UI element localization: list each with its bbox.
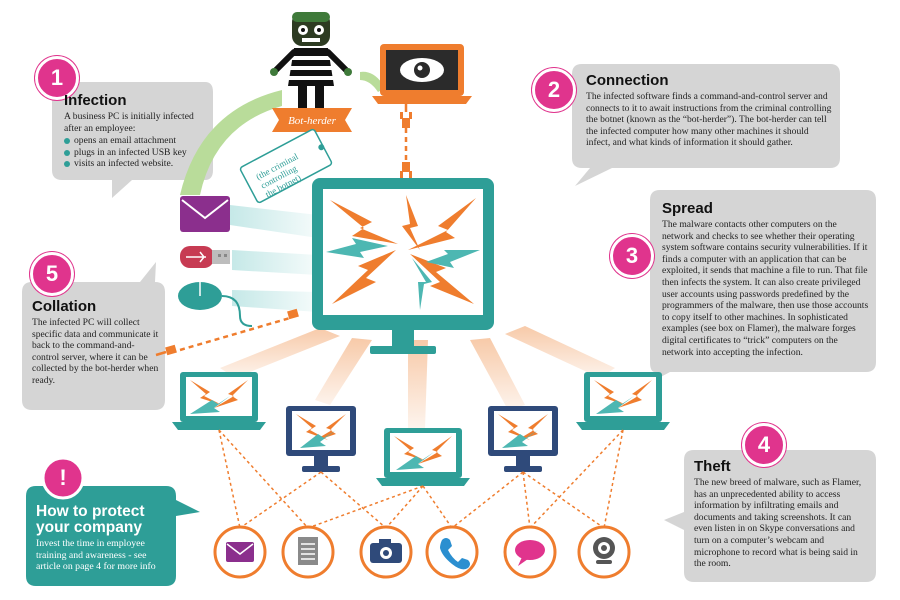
network-links: [218, 429, 624, 529]
bot-herder-figure: [270, 12, 352, 108]
step-badge-5: 5: [30, 252, 74, 296]
infection-body: A business PC is initially infected afte…: [64, 111, 194, 134]
chat-bubble-icon: [503, 525, 557, 579]
protect-box-bg: [26, 486, 200, 586]
network-desktop-2: [488, 406, 558, 472]
panel-spread-bg: [640, 190, 876, 388]
connection-title: Connection: [586, 72, 669, 89]
theft-title: Theft: [694, 458, 731, 475]
infection-bullet: visits an infected website.: [64, 158, 208, 170]
eye-laptop-icon: [372, 44, 472, 104]
spread-body: The malware contacts other computers on …: [662, 219, 869, 358]
step-badge-2: 2: [532, 68, 576, 112]
panel-infection-bg: [52, 82, 213, 198]
protect-mark-circle: [41, 456, 85, 500]
network-laptop-3: [576, 372, 670, 430]
usb-key-icon: [180, 246, 230, 268]
step-badge-3: 3: [610, 234, 654, 278]
theft-body: The new breed of malware, such as Flamer…: [694, 477, 862, 570]
infection-bullet: opens an email attachment: [64, 135, 208, 147]
protect-body: Invest the time in employee training and…: [36, 538, 156, 573]
panel-connection-bg: [572, 64, 840, 186]
botherder-banner: Bot-herder: [272, 108, 352, 132]
document-icon: [281, 525, 335, 579]
network-laptop-2: [376, 428, 470, 486]
infection-bullet: plugs in an infected USB key: [64, 147, 208, 159]
collation-body: The infected PC will collect specific da…: [32, 317, 159, 386]
panel-collation: Collation The infected PC will collect s…: [32, 298, 160, 387]
collation-cable: [155, 308, 299, 357]
theft-email-icon: [213, 525, 267, 579]
step-badge-1: 1: [35, 56, 79, 100]
webcam-icon: [577, 525, 631, 579]
main-infected-monitor: [312, 178, 494, 354]
panel-infection: Infection A business PC is initially inf…: [64, 92, 208, 170]
connection-cable: [400, 100, 412, 178]
panel-theft: Theft The new breed of malware, such as …: [694, 458, 870, 570]
phone-icon: [425, 525, 479, 579]
mouse-icon: [178, 282, 253, 327]
email-envelope-icon: [180, 196, 230, 232]
connection-body: The infected software finds a command-an…: [586, 91, 832, 149]
infection-title: Infection: [64, 92, 127, 109]
protect-box: How to protect your company Invest the t…: [36, 504, 172, 573]
botherder-arrow: [180, 90, 282, 195]
panel-spread: Spread The malware contacts other comput…: [662, 200, 870, 358]
step-badge-4: 4: [742, 423, 786, 467]
spread-title: Spread: [662, 200, 713, 217]
botherder-banner-label: Bot-herder: [288, 115, 337, 127]
panel-theft-bg: [664, 450, 876, 582]
panel-collation-bg: [22, 262, 165, 410]
infection-bullet-list: opens an email attachment plugs in an in…: [64, 135, 208, 170]
collation-title: Collation: [32, 298, 97, 315]
camera-icon: [359, 525, 413, 579]
infection-beams: [230, 205, 318, 312]
botherder-tag: [239, 128, 333, 204]
panel-connection: Connection The infected software finds a…: [586, 72, 834, 149]
spread-beams: [220, 326, 615, 428]
botherder-link-arrow: [360, 71, 385, 92]
protect-mark: !: [59, 465, 67, 490]
panel-backgrounds: [22, 64, 876, 582]
network-laptop-1: [172, 372, 266, 430]
network-desktop-1: [286, 406, 356, 472]
protect-title: How to protect your company: [36, 503, 145, 536]
